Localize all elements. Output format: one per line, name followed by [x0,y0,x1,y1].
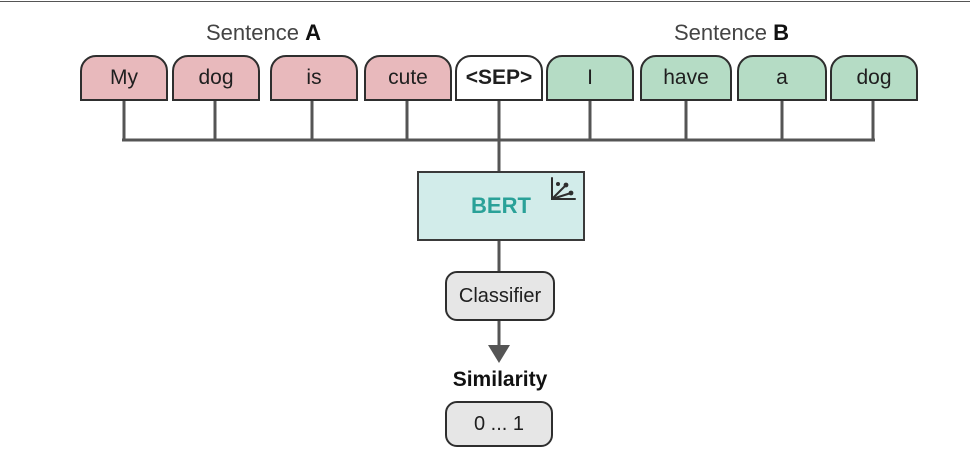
sentence-a-letter: A [305,20,321,45]
token-b-4: dog [830,55,918,101]
token-b-3: a [737,55,827,101]
token-a-3: is [270,55,358,101]
similarity-output-box: 0 ... 1 [445,401,553,447]
sentence-b-label: Sentence B [674,20,789,46]
sentence-a-label: Sentence A [206,20,321,46]
classifier-box: Classifier [445,271,555,321]
arrowhead-down [488,345,510,363]
token-a-4: cute [364,55,452,101]
sentence-a-word: Sentence [206,20,299,45]
sentence-b-letter: B [773,20,789,45]
token-a-2: dog [172,55,260,101]
token-separator: <SEP> [455,55,543,101]
similarity-label: Similarity [452,368,548,391]
top-divider [0,1,970,2]
token-a-1: My [80,55,168,101]
bert-model-box: BERT [417,171,585,241]
scatter-axes-icon [551,177,576,200]
bert-label: BERT [471,193,531,218]
token-b-2: have [640,55,732,101]
sentence-b-word: Sentence [674,20,767,45]
token-b-1: I [546,55,634,101]
